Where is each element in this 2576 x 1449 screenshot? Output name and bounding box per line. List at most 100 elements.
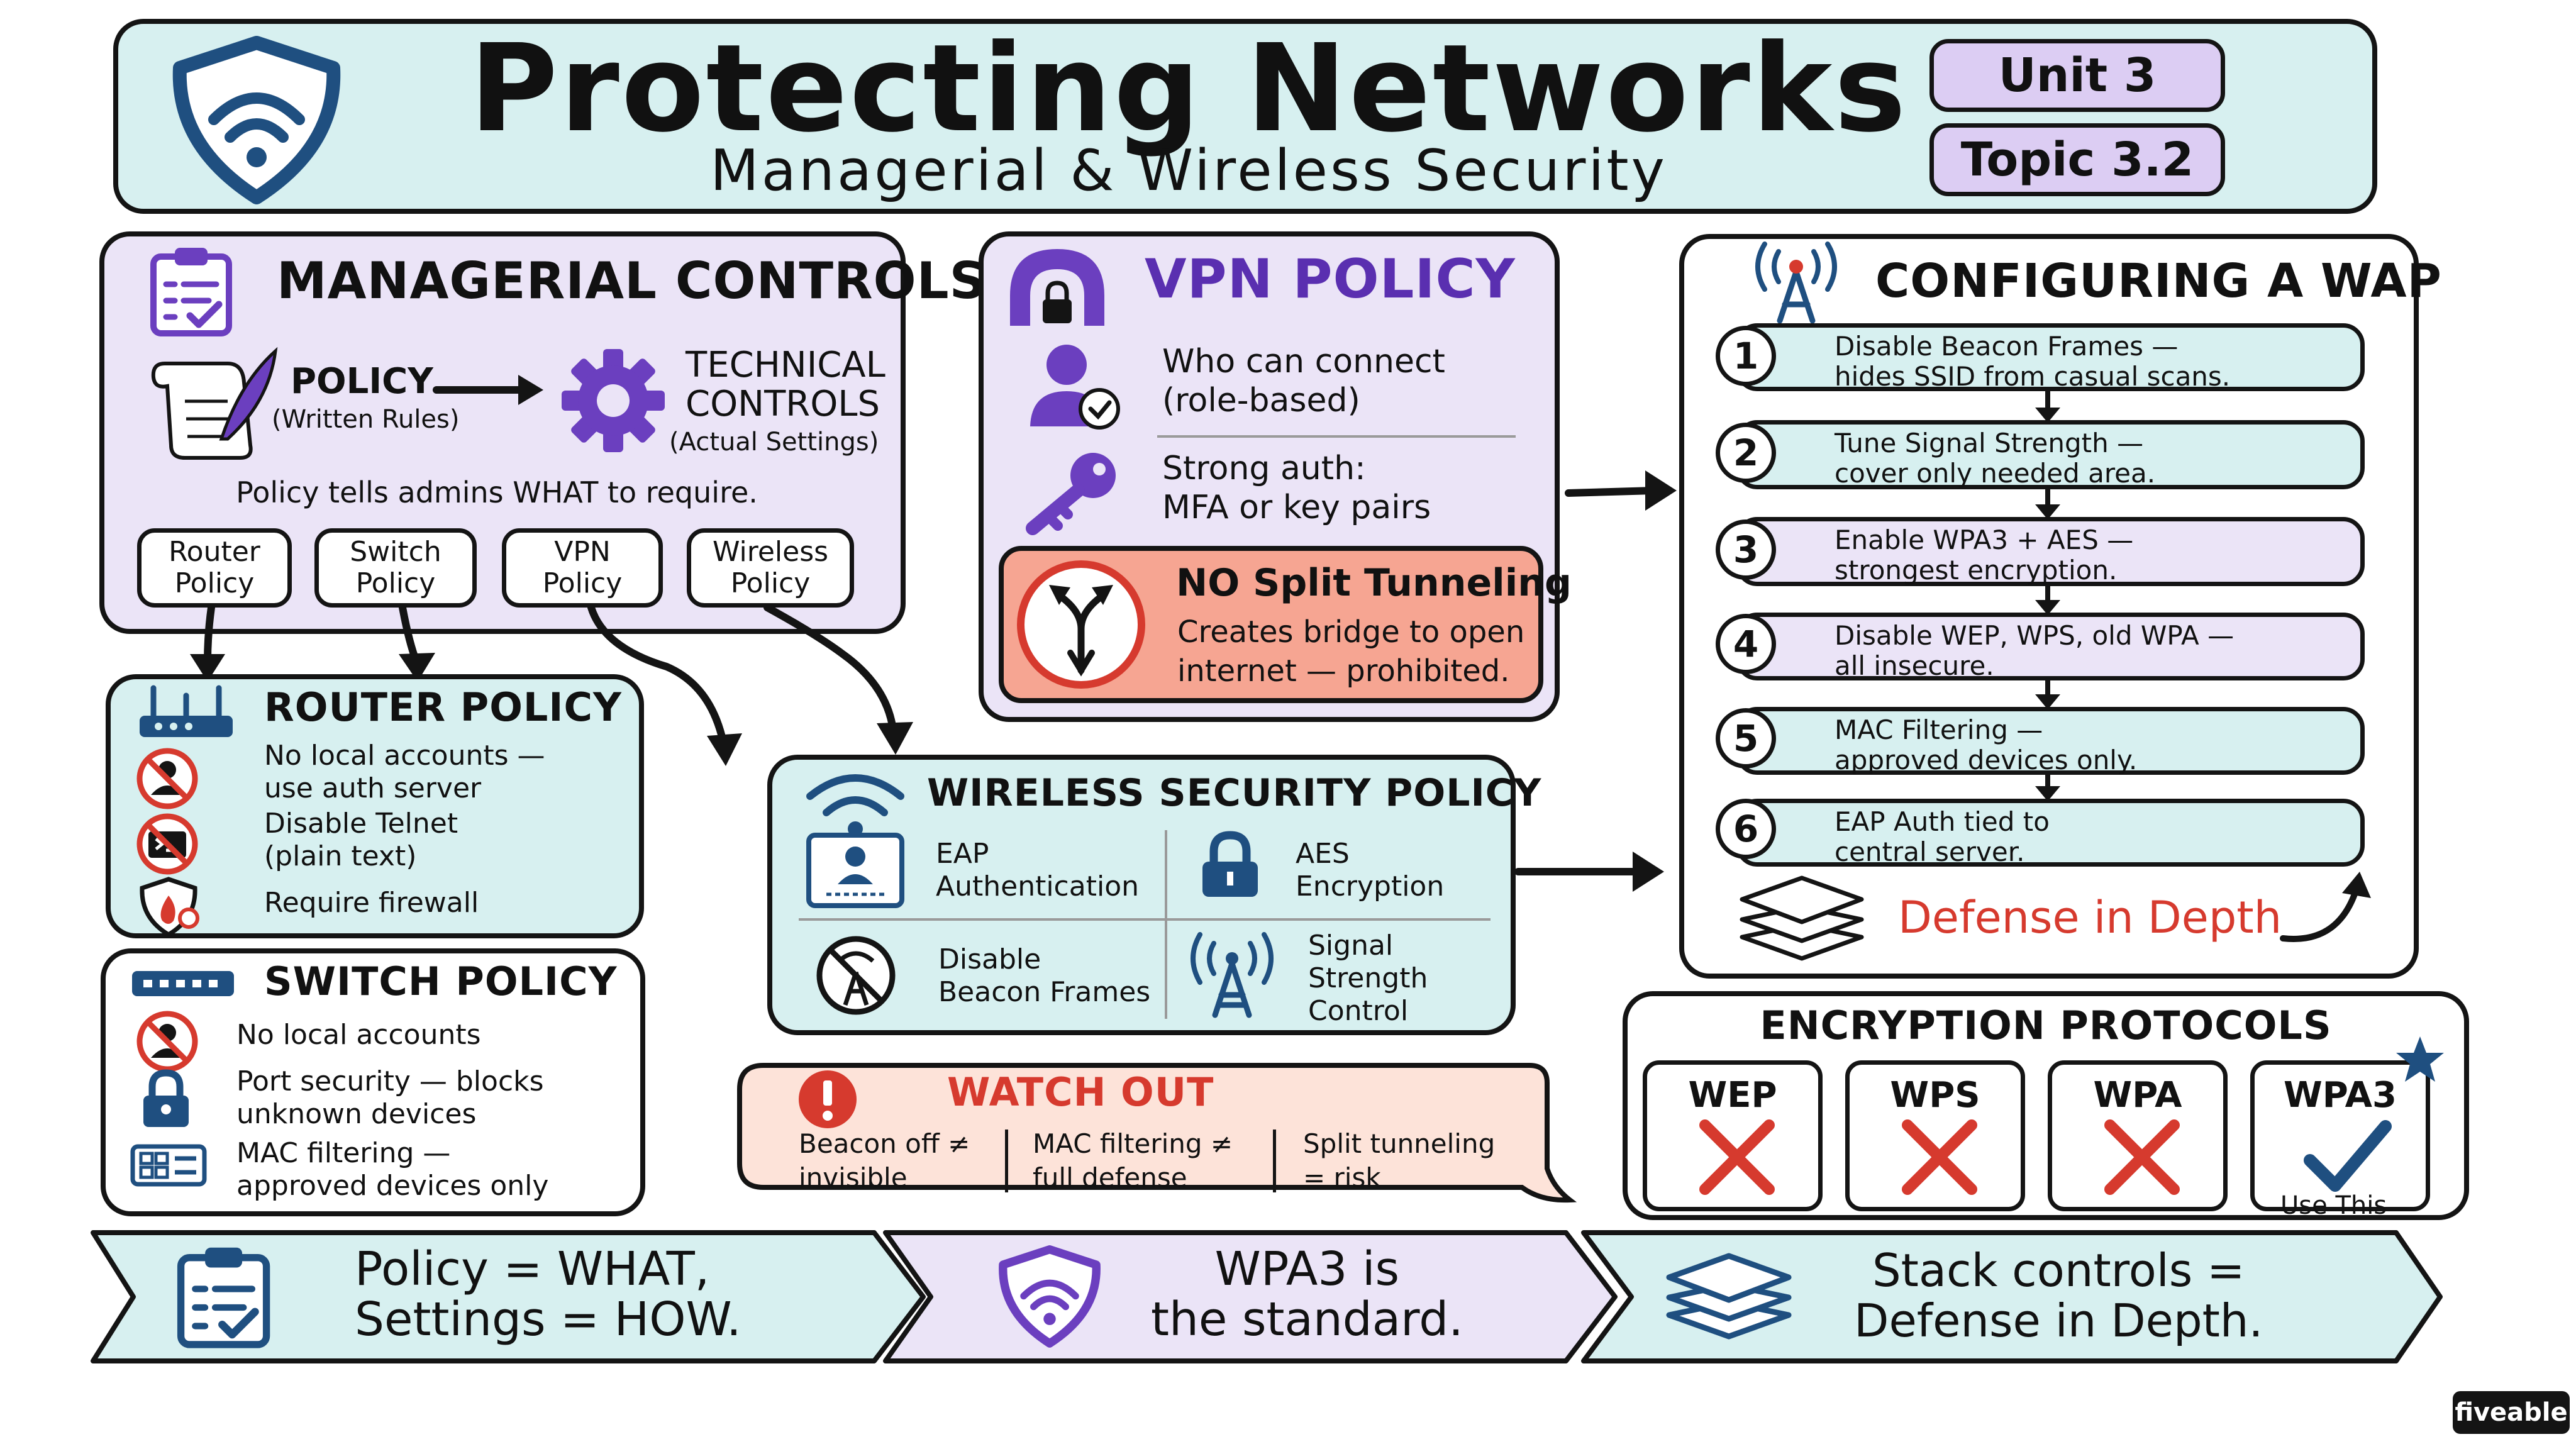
antenna-tower-icon bbox=[1755, 242, 1837, 324]
star-icon bbox=[2396, 1036, 2444, 1082]
cross-icon bbox=[1699, 1119, 1775, 1195]
switch-item-1: No local accounts bbox=[236, 1019, 481, 1051]
step-number-1: 1 bbox=[1716, 326, 1776, 386]
cross-icon bbox=[1902, 1119, 1977, 1195]
wap-step-4: Disable WEP, WPS, old WPA —all insecure. bbox=[1736, 613, 2365, 681]
shield-wifi-icon bbox=[172, 36, 341, 204]
policy-sublabel: (Written Rules) bbox=[272, 405, 460, 434]
router-item-3: Require firewall bbox=[264, 887, 479, 919]
encryption-heading: ENCRYPTION PROTOCOLS bbox=[1760, 1002, 2332, 1048]
wap-step-3: Enable WPA3 + AES —strongest encryption. bbox=[1736, 517, 2365, 586]
layers-icon bbox=[1666, 1253, 1792, 1340]
cross-icon bbox=[2104, 1119, 2180, 1195]
no-user-icon bbox=[136, 1011, 198, 1072]
switch-icon bbox=[132, 971, 234, 996]
step-number-5: 5 bbox=[1716, 708, 1776, 769]
split-arrow-icon bbox=[1017, 560, 1145, 689]
banner-defense bbox=[1581, 1230, 2443, 1363]
protocol-name: WPA bbox=[2093, 1075, 2182, 1116]
defense-in-depth-label: Defense in Depth bbox=[1898, 892, 2282, 943]
managerial-heading: MANAGERIAL CONTROLS bbox=[277, 252, 987, 310]
banner-policy bbox=[91, 1230, 926, 1363]
router-policy-heading: ROUTER POLICY bbox=[264, 684, 622, 730]
vpn-item-1: Who can connect(role-based) bbox=[1162, 343, 1445, 419]
user-check-icon bbox=[1030, 345, 1120, 430]
vpn-heading: VPN POLICY bbox=[1145, 248, 1516, 311]
router-icon bbox=[140, 685, 233, 737]
shield-wifi-icon bbox=[999, 1245, 1101, 1348]
technical-controls-line1: TECHNICAL bbox=[686, 345, 886, 386]
vpn-item-2: Strong auth:MFA or key pairs bbox=[1162, 450, 1431, 526]
protocol-wps: WPS bbox=[1845, 1060, 2025, 1211]
alert-icon bbox=[799, 1070, 857, 1128]
brand-logo-text: fiveable bbox=[2455, 1398, 2568, 1427]
layers-icon bbox=[1740, 875, 1864, 961]
technical-controls-line2: CONTROLS bbox=[686, 384, 880, 425]
unit-badge: Unit 3 bbox=[1929, 39, 2225, 112]
eap-badge-icon bbox=[806, 833, 904, 908]
gear-icon bbox=[562, 349, 665, 452]
router-item-2: Disable Telnet(plain text) bbox=[264, 808, 458, 872]
tunnel-lock-icon bbox=[1010, 249, 1104, 326]
use-this-label: Use This bbox=[2280, 1191, 2387, 1220]
managerial-tagline: Policy tells admins WHAT to require. bbox=[236, 475, 758, 509]
technical-controls-sublabel: (Actual Settings) bbox=[669, 428, 879, 457]
split-tunnel-heading: NO Split Tunneling bbox=[1176, 561, 1572, 605]
no-user-icon bbox=[136, 748, 198, 809]
protocol-name: WEP bbox=[1688, 1075, 1777, 1116]
step-number-3: 3 bbox=[1716, 519, 1776, 580]
step-number-2: 2 bbox=[1716, 423, 1776, 483]
curved-arrow-icon bbox=[2280, 872, 2371, 942]
padlock-icon bbox=[1202, 831, 1258, 897]
router-item-1: No local accounts —use auth server bbox=[264, 740, 545, 804]
step-number-4: 4 bbox=[1716, 614, 1776, 674]
wireless-divider-h bbox=[799, 918, 1491, 921]
watch-out-item-1: Beacon off ≠invisible bbox=[799, 1128, 970, 1193]
banner-policy-text: Policy = WHAT,Settings = HOW. bbox=[355, 1242, 741, 1346]
switch-policy-heading: SWITCH POLICY bbox=[264, 958, 618, 1004]
watch-out-sep-1 bbox=[1005, 1130, 1008, 1192]
wap-heading: CONFIGURING A WAP bbox=[1875, 254, 2442, 308]
wireless-divider-v bbox=[1165, 830, 1167, 1019]
mac-table-icon bbox=[130, 1144, 207, 1187]
firewall-shield-icon bbox=[140, 877, 199, 938]
watch-out-item-2: MAC filtering ≠full defense bbox=[1033, 1128, 1233, 1193]
signal-tower-icon bbox=[1191, 932, 1274, 1018]
no-terminal-icon bbox=[136, 813, 198, 875]
arrow-right-icon bbox=[433, 375, 543, 405]
step-number-6: 6 bbox=[1716, 799, 1776, 859]
protocol-wpa3: WPA3 bbox=[2250, 1060, 2430, 1211]
brand-logo: fiveable bbox=[2453, 1391, 2570, 1434]
wap-step-1: Disable Beacon Frames —hides SSID from c… bbox=[1736, 323, 2365, 392]
policy-label: POLICY bbox=[291, 361, 433, 402]
wireless-heading: WIRELESS SECURITY POLICY bbox=[927, 771, 1542, 815]
page-title: Protecting Networks bbox=[469, 19, 1908, 159]
wap-step-5: MAC Filtering —approved devices only. bbox=[1736, 707, 2365, 775]
scroll-quill-icon bbox=[151, 347, 278, 460]
protocol-wep: WEP bbox=[1643, 1060, 1823, 1211]
checkmark-icon bbox=[2304, 1120, 2392, 1192]
switch-item-3: MAC filtering —approved devices only bbox=[236, 1137, 549, 1202]
protocol-name: WPA3 bbox=[2284, 1075, 2397, 1116]
vpn-divider bbox=[1157, 435, 1516, 438]
watch-out-sep-2 bbox=[1273, 1130, 1276, 1192]
banner-defense-text: Stack controls =Defense in Depth. bbox=[1854, 1244, 2263, 1347]
topic-badge: Topic 3.2 bbox=[1929, 123, 2225, 196]
clipboard-check-icon bbox=[150, 248, 232, 336]
no-signal-icon bbox=[816, 936, 896, 1015]
wap-step-2: Tune Signal Strength —cover only needed … bbox=[1736, 420, 2365, 489]
key-icon bbox=[1026, 453, 1116, 535]
